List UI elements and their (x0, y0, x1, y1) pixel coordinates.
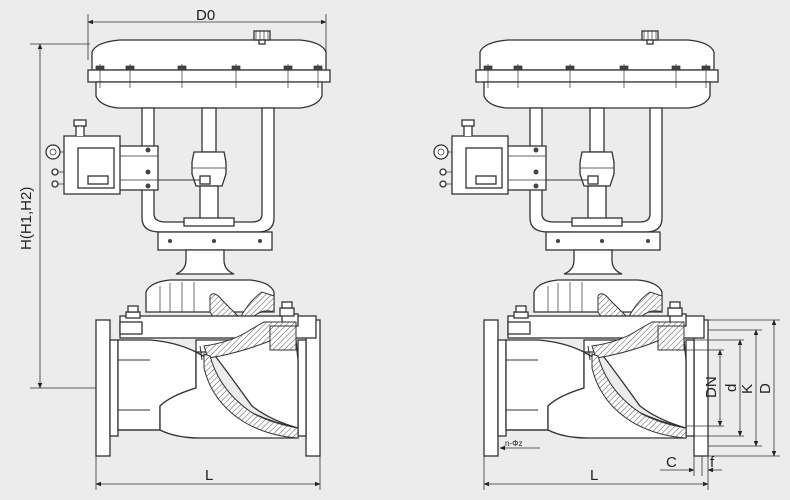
label-d0: D0 (196, 7, 215, 24)
label-c: C (666, 454, 677, 471)
dimension-l-left: L (95, 456, 321, 490)
label-dn: DN (703, 376, 720, 398)
dimension-d-large: D (708, 319, 780, 457)
label-l-right: L (590, 467, 598, 484)
dimension-l-right: L (483, 456, 709, 490)
label-k: K (739, 384, 756, 394)
valve-right-view (433, 30, 719, 457)
label-l-left: L (205, 467, 213, 484)
label-bolt-holes: n-Φz (505, 439, 523, 448)
dimension-c: C (660, 454, 695, 476)
label-d-large: D (757, 383, 774, 394)
dimension-height: H(H1,H2) (18, 43, 96, 389)
dimension-d0: D0 (87, 7, 327, 60)
dimension-d-small: d (694, 339, 744, 437)
label-f: f (710, 454, 715, 471)
dimension-k: K (708, 329, 762, 447)
dimension-dn: DN (686, 349, 724, 427)
label-height: H(H1,H2) (18, 187, 35, 250)
label-d-small: d (723, 384, 740, 392)
valve-left-view (45, 30, 331, 457)
dimension-f: f (701, 454, 722, 476)
dimension-bolt-holes: n-Φz (499, 439, 540, 451)
